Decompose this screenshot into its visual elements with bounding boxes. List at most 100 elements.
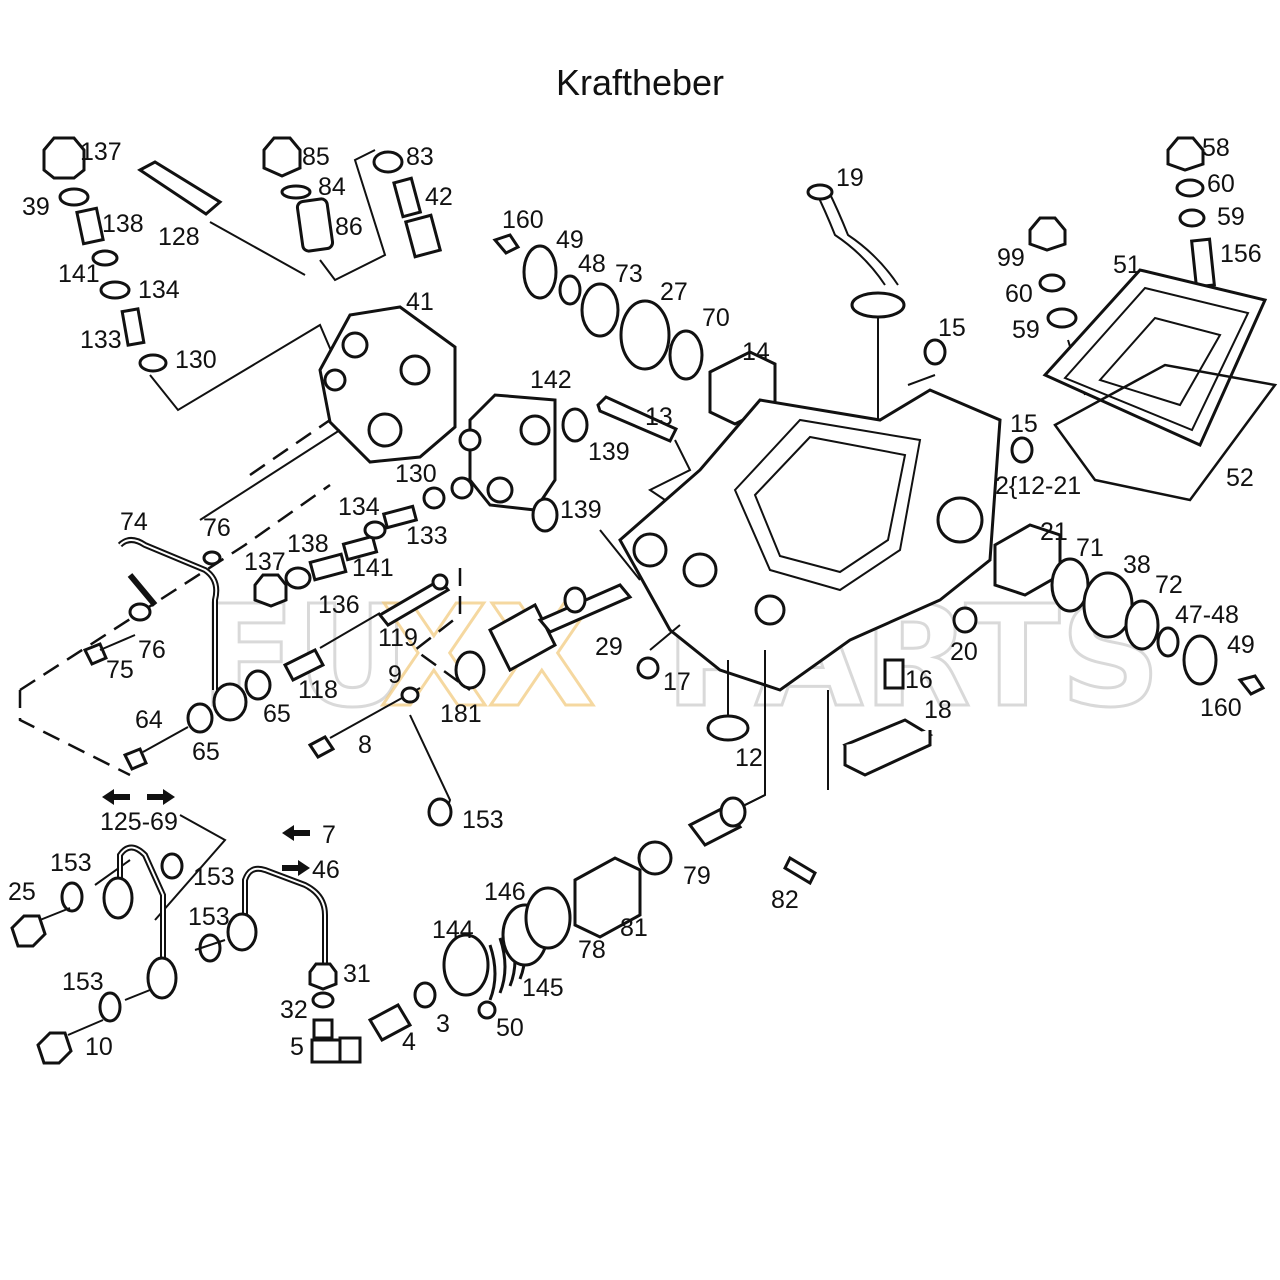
callout-38: 38 — [1123, 551, 1151, 579]
callout-138: 138 — [102, 210, 144, 238]
callout-60: 60 — [1207, 170, 1235, 198]
callout-9: 9 — [388, 661, 402, 689]
diagram-title: Kraftheber — [555, 62, 725, 103]
dipstick-19 — [806, 183, 906, 490]
callout-144: 144 — [432, 916, 474, 944]
bolts-64-65 — [122, 669, 272, 771]
callout-153-b: 153 — [193, 863, 235, 891]
callout-99: 99 — [997, 244, 1025, 272]
callout-10: 10 — [85, 1033, 113, 1061]
nut-stack-right — [1166, 136, 1217, 318]
callout-3: 3 — [436, 1010, 450, 1038]
main-housing — [618, 388, 1002, 692]
callout-141: 141 — [58, 260, 100, 288]
callout-50: 50 — [496, 1014, 524, 1042]
valve-stack-middle — [253, 476, 474, 608]
callout-128: 128 — [158, 223, 200, 251]
callout-59b: 59 — [1012, 316, 1040, 344]
callout-130b: 130 — [395, 460, 437, 488]
callout-72: 72 — [1155, 571, 1183, 599]
callout-29: 29 — [595, 633, 623, 661]
gasket-52 — [1053, 363, 1278, 502]
callout-15b: 15 — [1010, 410, 1038, 438]
bolt-stack-99 — [1028, 216, 1086, 396]
callout-14: 14 — [742, 338, 770, 366]
callout-146: 146 — [484, 878, 526, 906]
callout-160: 160 — [502, 206, 544, 234]
pin-13 — [596, 395, 692, 501]
callout-49b: 49 — [1227, 631, 1255, 659]
callout-141b: 141 — [352, 554, 394, 582]
callout-153-c: 153 — [188, 903, 230, 931]
callout-130: 130 — [175, 346, 217, 374]
callout-153-center: 153 — [462, 806, 504, 834]
callout-65: 65 — [192, 738, 220, 766]
washer-153 — [427, 797, 453, 827]
callout-73: 73 — [615, 260, 643, 288]
callout-136: 136 — [318, 591, 360, 619]
callout-76b: 76 — [138, 636, 166, 664]
valve-body-41 — [318, 305, 457, 464]
callout-133b: 133 — [406, 522, 448, 550]
callout-83: 83 — [406, 143, 434, 171]
callout-32: 32 — [280, 996, 308, 1024]
callout-79: 79 — [683, 862, 711, 890]
callout-7: 7 — [322, 821, 336, 849]
callout-25: 25 — [8, 878, 36, 906]
callout-31: 31 — [343, 960, 371, 988]
cover-plate-51 — [1042, 268, 1268, 447]
pump-housing-142 — [458, 393, 589, 533]
callout-142: 142 — [530, 366, 572, 394]
callout-181: 181 — [440, 700, 482, 728]
callout-76: 76 — [203, 514, 231, 542]
valve-stack-left — [42, 136, 336, 412]
callout-20: 20 — [950, 638, 978, 666]
callout-70: 70 — [702, 304, 730, 332]
callout-78: 78 — [578, 936, 606, 964]
callout-65b: 65 — [263, 700, 291, 728]
callout-47-48: 47-48 — [1175, 601, 1239, 629]
callout-145: 145 — [522, 974, 564, 1002]
callout-48: 48 — [578, 250, 606, 278]
callout-41: 41 — [406, 288, 434, 316]
callout-133: 133 — [80, 326, 122, 354]
callout-16: 16 — [905, 666, 933, 694]
callout-153-a: 153 — [50, 849, 92, 877]
callout-138b: 138 — [287, 530, 329, 558]
callout-27: 27 — [660, 278, 688, 306]
callout-39: 39 — [22, 193, 50, 221]
callout-82: 82 — [771, 886, 799, 914]
pipe-74 — [82, 537, 222, 690]
cylinder-29 — [454, 583, 633, 690]
callout-19: 19 — [836, 164, 864, 192]
callout-17: 17 — [663, 668, 691, 696]
callout-49: 49 — [556, 226, 584, 254]
lever-18 — [827, 690, 934, 790]
part-drawings — [10, 136, 1278, 1065]
callout-18: 18 — [924, 696, 952, 724]
rods-119-118-8 — [282, 573, 451, 759]
callout-134: 134 — [138, 276, 180, 304]
callout-119: 119 — [378, 624, 418, 652]
callout-13: 13 — [645, 403, 673, 431]
callout-125-69: 125-69 — [100, 808, 178, 836]
callout-137b: 137 — [244, 548, 286, 576]
callout-71: 71 — [1076, 534, 1104, 562]
callout-85: 85 — [302, 143, 330, 171]
dashed-lines — [18, 418, 471, 777]
callout-42: 42 — [425, 183, 453, 211]
callout-64: 64 — [135, 706, 163, 734]
plug-12 — [706, 660, 750, 742]
callout-139b: 139 — [560, 496, 602, 524]
callout-labels: 137 39 138 141 134 133 130 128 85 84 86 … — [8, 134, 1262, 1061]
callout-118: 118 — [298, 676, 338, 704]
bolt-128 — [137, 160, 306, 276]
callout-46: 46 — [312, 856, 340, 884]
valve-85-group — [262, 136, 387, 282]
valve-83-group — [372, 150, 443, 259]
callout-8: 8 — [358, 731, 372, 759]
callout-60b: 60 — [1005, 280, 1033, 308]
callout-52: 52 — [1226, 464, 1254, 492]
small-parts — [636, 338, 1034, 690]
